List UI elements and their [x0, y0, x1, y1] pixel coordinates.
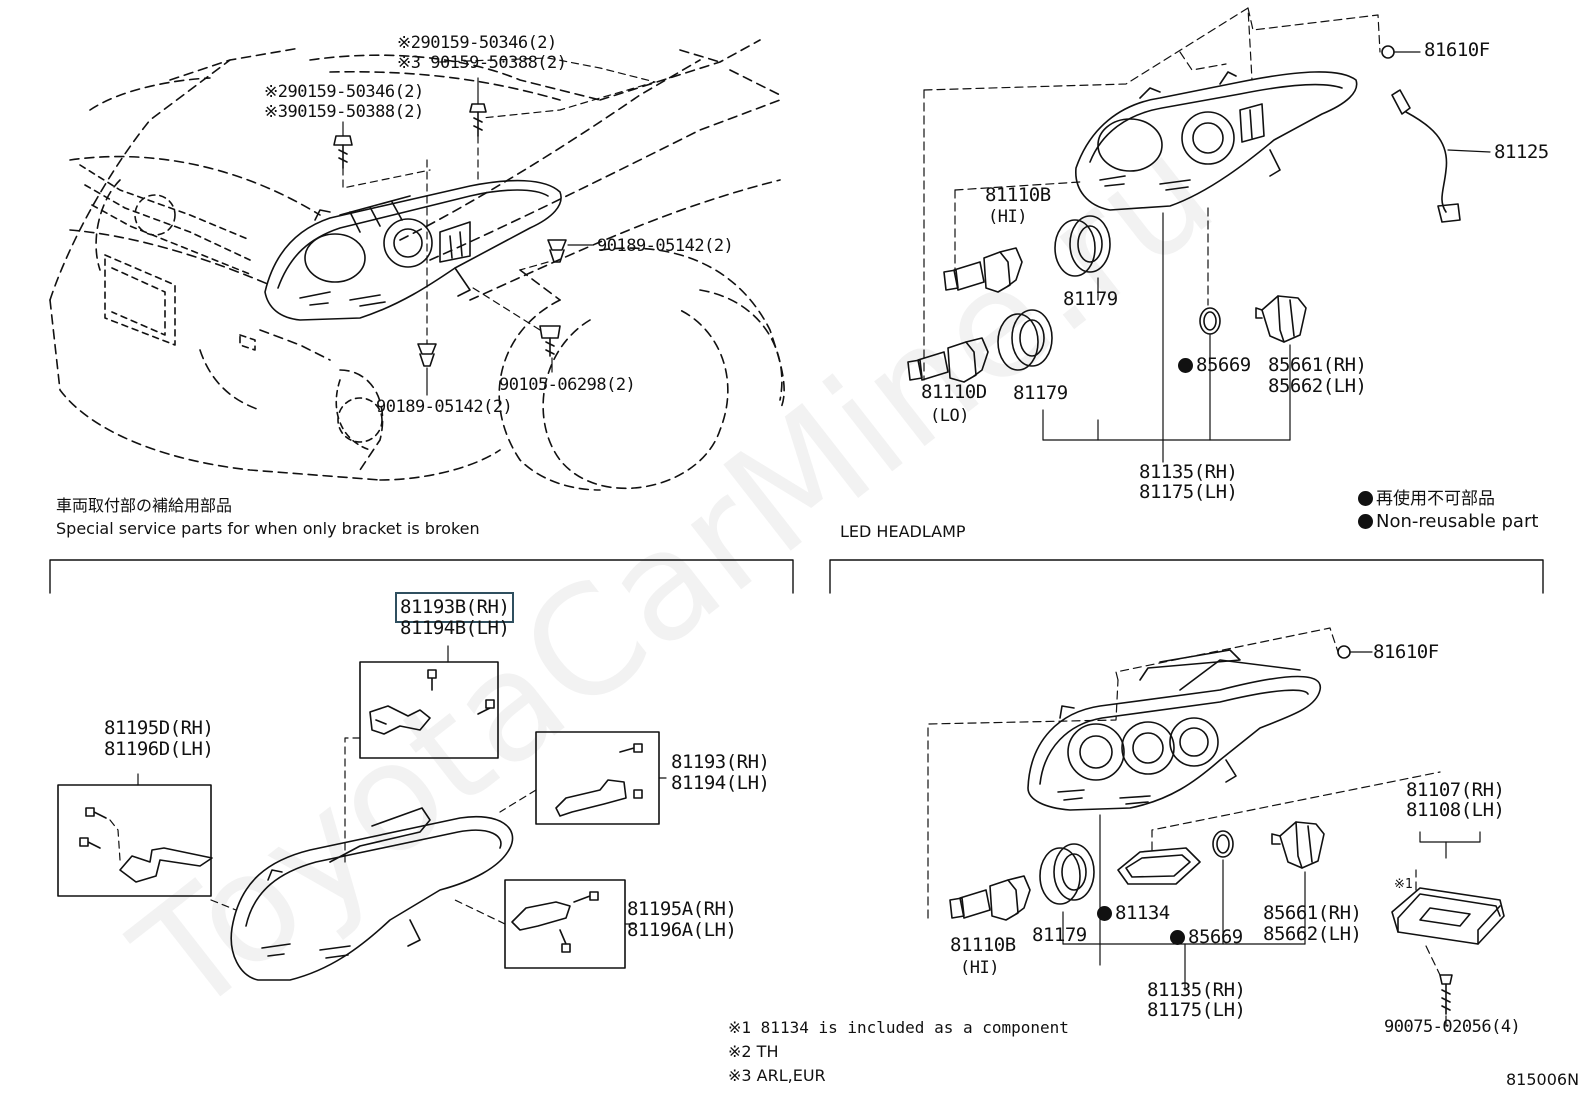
led-bulb-hi-icon	[949, 875, 1031, 921]
vehicle-front-illustration	[49, 39, 785, 491]
part-label-81134[interactable]: 81134	[1097, 903, 1170, 924]
bracket-81193b-icon	[369, 669, 495, 735]
led-leveling-actuator-icon	[1271, 821, 1325, 869]
legend-dot-icon	[1358, 491, 1373, 506]
part-label-led-85662[interactable]: 85662(LH)	[1263, 923, 1362, 945]
bulb-hi-icon	[943, 247, 1023, 293]
part-label-led-81110b[interactable]: 81110B	[950, 934, 1016, 956]
part-label-85669-text: 85669	[1196, 354, 1251, 376]
marker-x1: ※1	[1394, 877, 1413, 892]
part-label-led-85661[interactable]: 85661(RH)	[1263, 902, 1362, 924]
part-label-81179-lower[interactable]: 81179	[1013, 382, 1068, 404]
bolt-upper-icon	[469, 103, 487, 137]
part-label-81125[interactable]: 81125	[1494, 141, 1549, 163]
part-label-81194[interactable]: 81194(LH)	[671, 772, 770, 794]
part-label-81610f[interactable]: 81610F	[1424, 39, 1490, 61]
part-label-81179-upper[interactable]: 81179	[1063, 288, 1118, 310]
part-label-81195d[interactable]: 81195D(RH)	[104, 717, 214, 739]
part-label-bolt-upper-th[interactable]: ※290159-50346(2)	[397, 33, 557, 53]
part-label-led-81610f[interactable]: 81610F	[1373, 641, 1439, 663]
part-label-81194b[interactable]: 81194B(LH)	[400, 617, 510, 639]
bracket-81195d-icon	[79, 807, 213, 883]
bolt-mid-icon	[333, 135, 353, 169]
part-label-clip-lower[interactable]: 90189-05142(2)	[376, 397, 513, 417]
legend-en: Non-reusable part	[1358, 512, 1538, 532]
part-label-81193b-highlighted[interactable]: 81193B(RH)	[394, 592, 515, 623]
clip-lower-icon	[417, 343, 437, 367]
leveling-actuator-icon	[1255, 295, 1307, 343]
part-label-81196a[interactable]: 81196A(LH)	[627, 919, 737, 941]
part-label-85662[interactable]: 85662(LH)	[1268, 375, 1367, 397]
part-label-led-81135[interactable]: 81135(RH)	[1147, 979, 1246, 1001]
clip-right-icon	[547, 239, 567, 263]
part-label-90075[interactable]: 90075-02056(4)	[1384, 1017, 1521, 1037]
part-label-81110b[interactable]: 81110B	[985, 184, 1051, 206]
part-label-85669[interactable]: 85669	[1178, 355, 1251, 376]
part-label-led-85669-text: 85669	[1188, 926, 1243, 948]
led-headlamp-assembly	[927, 627, 1505, 1027]
bulb-lo-icon	[907, 337, 989, 383]
legend-en-text: Non-reusable part	[1376, 511, 1539, 532]
section-title-special-jp: 車両取付部の補給用部品	[56, 496, 233, 515]
part-label-bolt-mid-arl[interactable]: ※390159-50388(2)	[264, 102, 424, 122]
bulb-socket-wire-icon	[1381, 45, 1461, 223]
non-reusable-dot-icon	[1170, 930, 1185, 945]
bracket-service-parts	[57, 645, 667, 981]
part-label-clip-right[interactable]: 90189-05142(2)	[597, 236, 734, 256]
part-label-led-85669[interactable]: 85669	[1170, 927, 1243, 948]
part-label-81196d[interactable]: 81196D(LH)	[104, 738, 214, 760]
legend-dot-icon	[1358, 514, 1373, 529]
part-label-bolt-mid-th[interactable]: ※290159-50346(2)	[264, 82, 424, 102]
part-label-hi: (HI)	[988, 207, 1027, 227]
footnote-1: ※1 81134 is included as a component	[728, 1018, 1069, 1037]
part-label-81134-text: 81134	[1115, 902, 1170, 924]
footnote-2: ※2 TH	[728, 1042, 779, 1061]
lamp-cap-upper-icon	[1054, 215, 1111, 277]
diagram-code: 815006N	[1506, 1070, 1580, 1089]
gasket-icon	[1117, 847, 1201, 885]
led-screw-icon	[1439, 974, 1453, 1015]
bracket-81193-icon	[555, 743, 643, 817]
part-label-screw-lower[interactable]: 90105-06298(2)	[499, 375, 636, 395]
part-label-81195a[interactable]: 81195A(RH)	[627, 898, 737, 920]
part-label-81135[interactable]: 81135(RH)	[1139, 461, 1238, 483]
section-title-special-en: Special service parts for when only brac…	[56, 519, 480, 538]
part-label-85661[interactable]: 85661(RH)	[1268, 354, 1367, 376]
led-o-ring-icon	[1212, 830, 1234, 858]
part-label-81193[interactable]: 81193(RH)	[671, 751, 770, 773]
lamp-cap-lower-icon	[997, 309, 1053, 371]
part-label-81107[interactable]: 81107(RH)	[1406, 779, 1505, 801]
screw-lower-icon	[539, 325, 561, 357]
part-label-81108[interactable]: 81108(LH)	[1406, 799, 1505, 821]
led-lamp-cap-icon	[1039, 843, 1095, 905]
section-brackets	[49, 559, 1544, 594]
part-label-81110d[interactable]: 81110D	[921, 381, 987, 403]
part-label-led-hi: (HI)	[960, 958, 999, 978]
part-label-81175[interactable]: 81175(LH)	[1139, 481, 1238, 503]
legend-jp-text: 再使用不可部品	[1376, 489, 1495, 509]
part-label-lo: (LO)	[930, 406, 969, 426]
led-control-unit-icon	[1391, 887, 1505, 945]
section-title-led: LED HEADLAMP	[840, 522, 966, 541]
halogen-headlamp-assembly	[907, 7, 1491, 463]
part-label-bolt-upper-arl[interactable]: ※3 90159-50388(2)	[397, 53, 567, 73]
part-label-led-81179[interactable]: 81179	[1032, 924, 1087, 946]
non-reusable-dot-icon	[1178, 358, 1193, 373]
non-reusable-dot-icon	[1097, 906, 1112, 921]
part-label-led-81175[interactable]: 81175(LH)	[1147, 999, 1246, 1021]
o-ring-icon	[1199, 307, 1221, 335]
bracket-81195a-icon	[511, 891, 599, 953]
footnote-3: ※3 ARL,EUR	[728, 1066, 826, 1085]
legend-jp: 再使用不可部品	[1358, 489, 1495, 509]
